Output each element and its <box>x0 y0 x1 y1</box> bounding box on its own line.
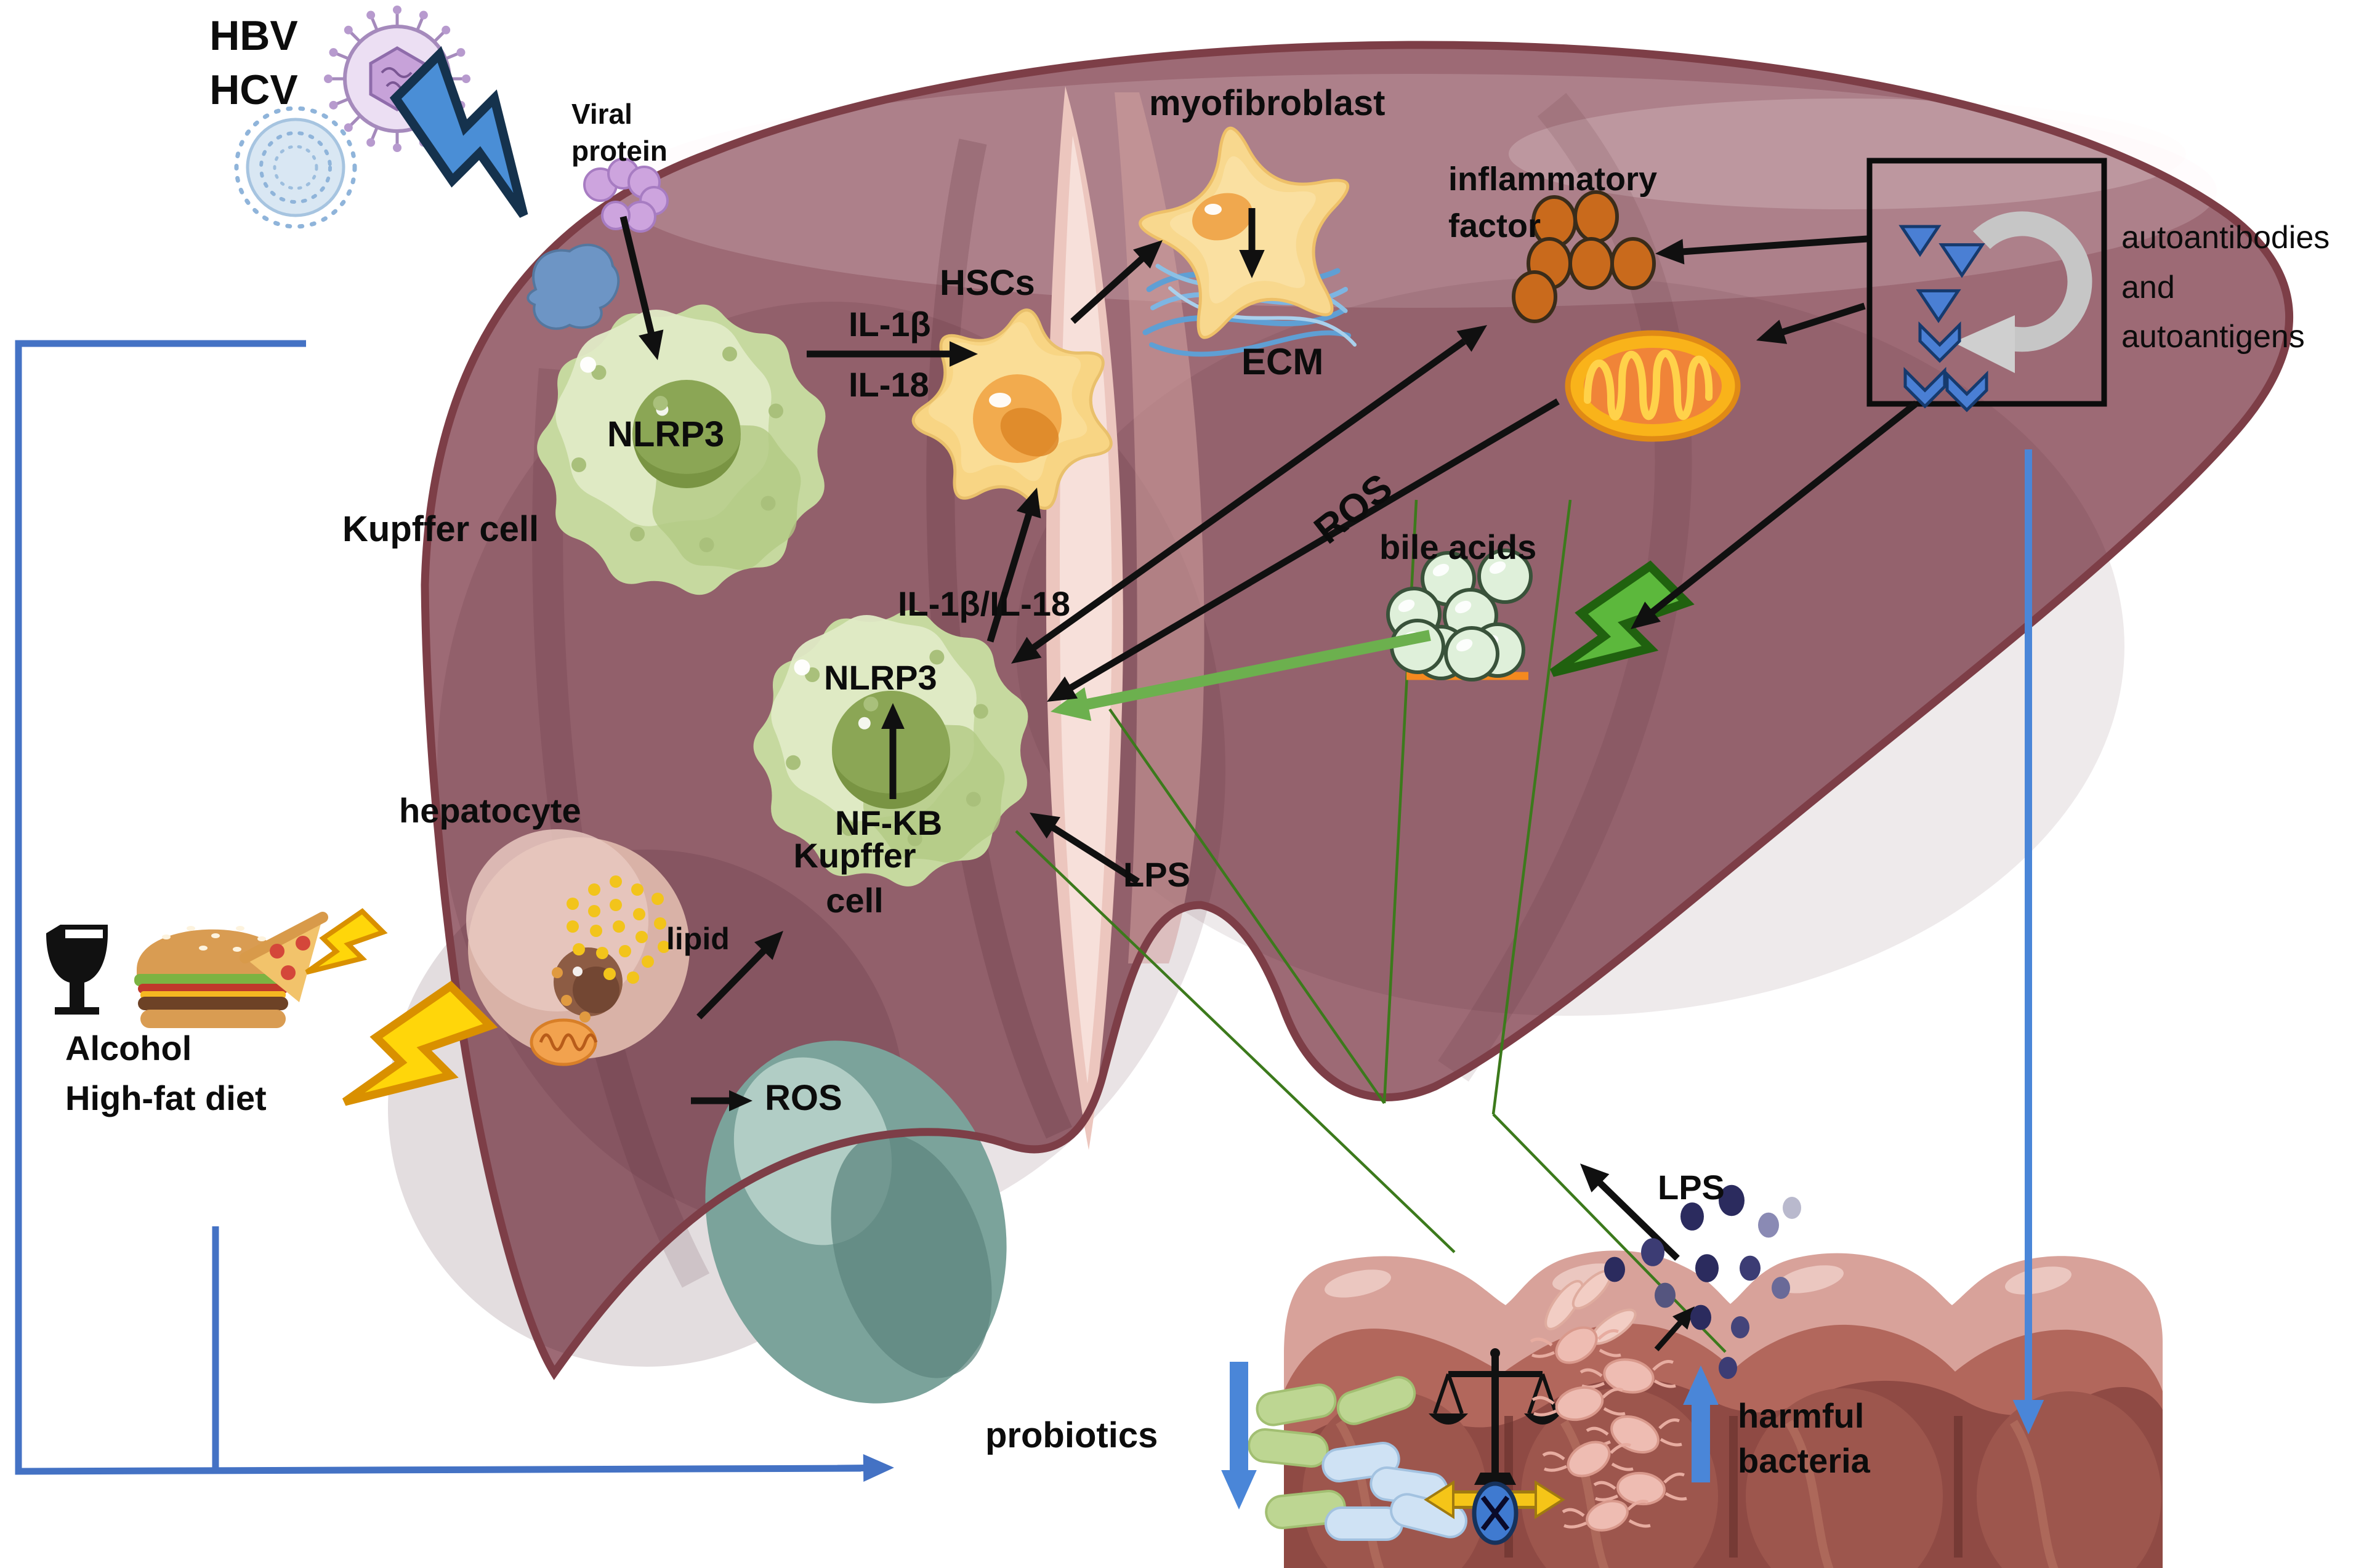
balance-scale-icon <box>1429 1348 1561 1485</box>
label-harmful-bacteria: harmful bacteria <box>1738 1396 1870 1480</box>
label-inflammatory-factor: inflammatory factor <box>1448 161 1658 244</box>
blocked-icon <box>1472 1481 1519 1545</box>
label-nlrp3-top: NLRP3 <box>607 414 725 454</box>
feedback-loop-lines <box>15 340 894 1482</box>
probiotics-icon <box>1248 1376 1467 1541</box>
virus-lightning <box>389 46 528 218</box>
label-il-18: IL-18 <box>849 365 929 404</box>
myofibroblast-icon <box>1139 126 1350 339</box>
label-myofibroblast: myofibroblast <box>1149 83 1386 123</box>
kupffer-cell-lower-icon <box>753 609 1028 887</box>
antigen-blob-icon <box>526 243 620 330</box>
hepatocyte-mitochondria-icon <box>530 1018 598 1066</box>
probiotics-down-arrow <box>1221 1362 1257 1510</box>
hbv-virus-icon <box>234 106 357 229</box>
black-arrows <box>619 208 1919 1351</box>
burger-icon <box>134 926 291 1028</box>
label-lps-gut: LPS <box>1658 1168 1725 1207</box>
bile-lightning <box>1550 560 1695 677</box>
lipid-droplets-icon <box>552 875 670 1023</box>
kupffer-cell-top-icon <box>537 304 826 595</box>
bile-lightning-icon <box>1550 560 1695 677</box>
label-lps-liver: LPS <box>1123 855 1190 894</box>
mitochondria-icon <box>1565 330 1741 442</box>
harmful-up-arrow <box>1683 1365 1719 1482</box>
box-to-gut-arrow <box>2012 449 2044 1434</box>
label-kupffer-cell-top: Kupffer cell <box>342 509 539 549</box>
liver <box>388 44 2289 1373</box>
label-ecm: ECM <box>1241 341 1324 382</box>
lps-dots-icon <box>1604 1184 1801 1379</box>
harmful-bacteria-icon <box>1530 1269 1687 1532</box>
virus-lightning-icon <box>389 46 528 218</box>
label-hepatocyte: hepatocyte <box>399 791 581 830</box>
label-nf-kb: NF-KB <box>835 803 943 842</box>
inflammatory-factor-icon <box>1512 190 1656 323</box>
bile-leader-lines <box>1015 499 1727 1353</box>
label-hbv-hcv: HBV HCV <box>209 12 298 114</box>
label-lipid: lipid <box>666 922 730 956</box>
label-alcohol-diet: Alcohol High-fat diet <box>65 1029 267 1118</box>
label-il-1b: IL-1β <box>849 305 931 344</box>
label-bile-acids: bile acids <box>1379 528 1537 566</box>
hsc-cell-icon <box>911 308 1113 510</box>
bile-acids-icon <box>1386 549 1533 681</box>
label-hscs: HSCs <box>940 263 1035 303</box>
bile-to-kupffer-arrow <box>1051 630 1431 722</box>
hepatocyte-icon <box>466 829 690 1066</box>
label-kupffer-cell-lower: Kupffer cell <box>793 836 916 920</box>
label-autoantibodies: autoantibodies and autoantigens <box>2121 220 2330 355</box>
label-probiotics: probiotics <box>985 1415 1158 1455</box>
viral-protein-icon <box>583 158 669 233</box>
recycle-arrow-icon <box>1953 211 2092 373</box>
autoantibody-box <box>1866 158 2107 412</box>
wine-glass-icon <box>46 925 108 1015</box>
label-nlrp3-lower: NLRP3 <box>824 658 937 697</box>
label-il1b-il18: IL-1β/IL-18 <box>898 584 1070 623</box>
autoantibody-icons <box>1898 225 1988 412</box>
pizza-icon <box>240 912 328 1002</box>
diet-lightning-icon <box>305 908 498 1106</box>
label-viral-protein: Viral protein <box>571 98 668 167</box>
label-ros-lower: ROS <box>765 1078 842 1118</box>
